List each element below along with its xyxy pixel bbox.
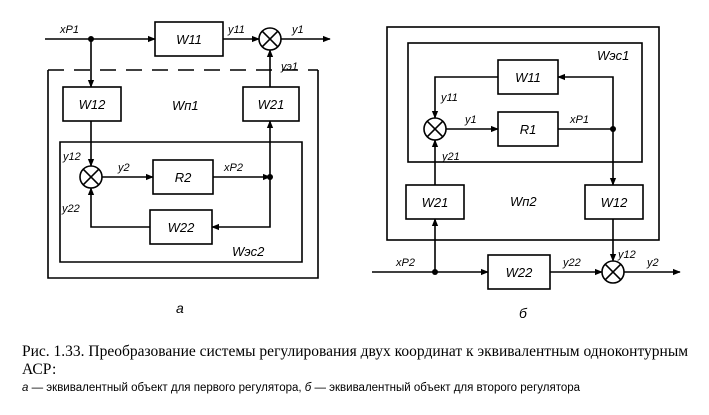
signal-a-y22: y22 xyxy=(61,203,80,215)
sum-junction-a-top xyxy=(258,27,282,51)
block-b-w11 xyxy=(497,59,559,95)
sum-junction-b-bottom xyxy=(601,260,625,284)
wire-a-w22-sum xyxy=(87,187,150,228)
frame-b-inner xyxy=(407,42,643,163)
signal-b-y12: y12 xyxy=(617,249,636,261)
wire-b-up-w11 xyxy=(557,73,614,129)
diagram-a: W11 W12 W21 R2 W22 xP1 y11 y1 yэ1 y12 y2… xyxy=(45,21,331,316)
signal-a-y1: y1 xyxy=(291,24,304,36)
caption-text-b: — эквивалентный объект для второго регул… xyxy=(311,382,581,394)
sum-junction-b-mid xyxy=(423,117,447,141)
label-a-w21: W21 xyxy=(258,97,285,112)
block-a-w21 xyxy=(242,86,300,122)
signal-b-y22: y22 xyxy=(562,257,581,269)
label-a-w12: W12 xyxy=(79,97,107,112)
label-b-w12: W12 xyxy=(601,195,629,210)
label-b-wp2: Wп2 xyxy=(510,194,537,209)
wire-b-w11-sum xyxy=(431,76,498,119)
label-a-w22: W22 xyxy=(168,220,196,235)
signal-b-y11: y11 xyxy=(440,92,458,104)
signal-a-xp1: xP1 xyxy=(59,24,79,36)
label-b-w22: W22 xyxy=(506,265,534,280)
frame-a-outer xyxy=(47,70,319,279)
label-b-w11: W11 xyxy=(515,70,541,85)
node-b-xp1 xyxy=(610,126,616,132)
caption-text-a: — эквивалентный объект для первого регул… xyxy=(28,382,305,394)
diagram-b: W11 R1 W21 W12 W22 y11 y1 xP1 y21 xP2 y2… xyxy=(372,26,681,321)
signal-a-y12: y12 xyxy=(62,151,81,163)
sum-junction-a-mid xyxy=(79,165,103,189)
signal-b-y2: y2 xyxy=(646,257,659,269)
caption-letter-b: б xyxy=(304,382,312,394)
signal-b-xp1: xP1 xyxy=(569,114,589,126)
frame-b-outer xyxy=(386,26,660,241)
signal-a-y2: y2 xyxy=(117,162,130,174)
frame-a-inner xyxy=(59,141,303,263)
signal-a-ye1: yэ1 xyxy=(280,61,298,73)
label-a-wp1: Wп1 xyxy=(172,98,199,113)
label-b-r1: R1 xyxy=(520,122,537,137)
caption-letter-a: а xyxy=(22,382,29,394)
label-b-wes1: Wэс1 xyxy=(597,48,629,63)
signal-a-y11: y11 xyxy=(227,24,245,36)
figure-diagram: W11 W12 W21 R2 W22 xP1 y11 y1 yэ1 y12 y2… xyxy=(45,21,681,321)
label-a-r2: R2 xyxy=(175,170,192,185)
signal-b-xp2: xP2 xyxy=(395,257,415,269)
signal-b-y1: y1 xyxy=(464,114,477,126)
caption-legend: а — эквивалентный объект для первого рег… xyxy=(22,382,702,395)
figure-caption: Рис. 1.33. Преобразование системы регули… xyxy=(22,343,702,395)
block-a-w12 xyxy=(62,86,122,122)
label-a-wes2: Wэс2 xyxy=(232,244,265,259)
block-b-w22 xyxy=(487,254,551,290)
signal-a-xp2: xP2 xyxy=(223,162,243,174)
label-b-w21: W21 xyxy=(422,195,449,210)
wire-a-down-w22 xyxy=(211,177,271,231)
label-a-w11: W11 xyxy=(176,32,202,47)
node-a-xp1 xyxy=(88,36,94,42)
node-b-xp2 xyxy=(432,269,438,275)
block-a-r2 xyxy=(152,159,214,195)
signal-b-y21: y21 xyxy=(441,151,460,163)
panel-label-a: а xyxy=(176,300,184,316)
caption-main: Рис. 1.33. Преобразование системы регули… xyxy=(22,343,689,378)
panel-label-b: б xyxy=(519,305,528,321)
node-a-xp2 xyxy=(267,174,273,180)
block-b-w12 xyxy=(584,184,644,220)
